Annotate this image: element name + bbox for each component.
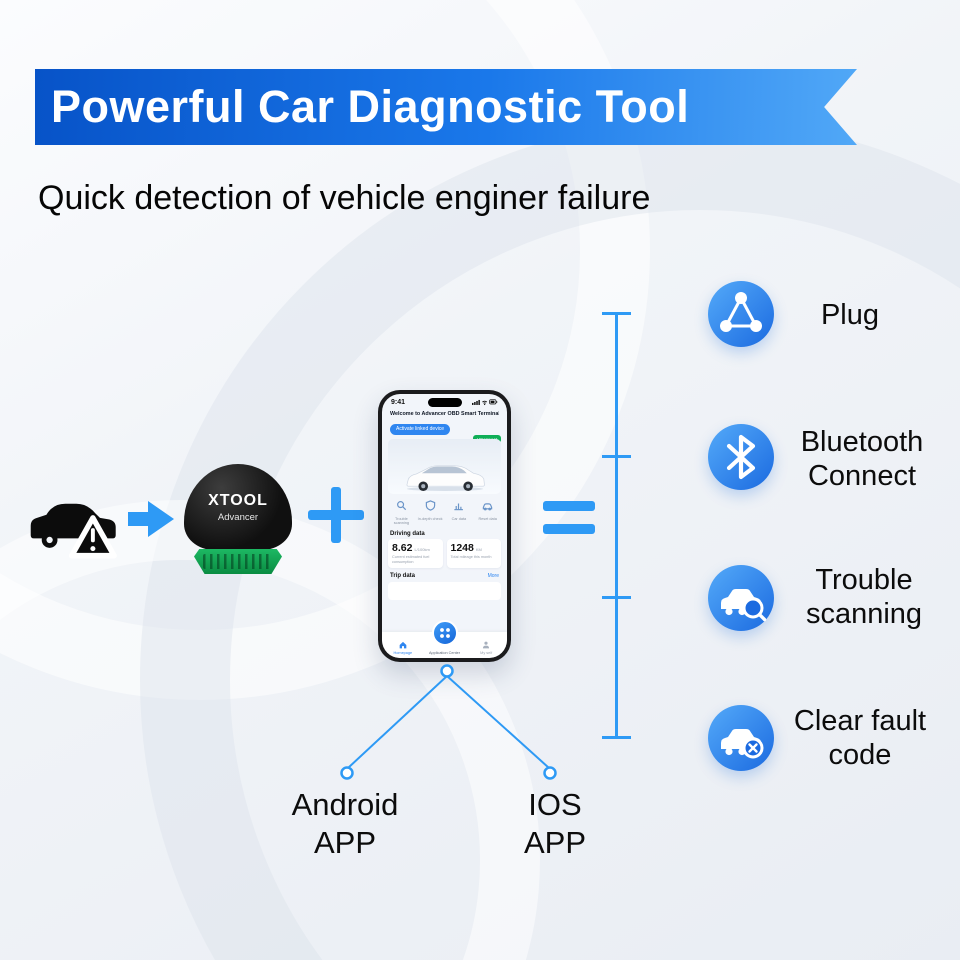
mileage-value: 1248 <box>450 541 474 554</box>
welcome-text: Welcome to Advancer OBD Smart Terminal <box>390 411 499 417</box>
dynamic-island <box>427 398 462 407</box>
nav-homepage: Homepage <box>382 632 424 658</box>
sedan-image <box>406 465 485 491</box>
status-bar: 9:41 <box>382 397 507 407</box>
ios-app-line2: APP <box>523 824 587 860</box>
quick-action: Trouble scanning <box>389 498 414 526</box>
car-photo <box>388 439 501 494</box>
driving-cards: 8.62 L/100km Current estimated fuel cons… <box>382 538 507 569</box>
subtitle: Quick detection of vehicle enginer failu… <box>38 179 651 217</box>
phone-nav-bar: Homepage Application Center <box>382 620 507 658</box>
trip-data-title: Trip data <box>390 573 416 580</box>
nav-label: My self <box>480 651 493 655</box>
trip-panel <box>388 582 501 601</box>
person-icon <box>483 641 490 649</box>
ios-app-label: IOS APP <box>498 786 612 862</box>
activate-device-button: Activate linked device <box>390 424 451 435</box>
obd-connector-pins <box>203 554 273 569</box>
plus-icon <box>308 487 364 543</box>
car-icon <box>482 503 493 511</box>
quick-action: Car data <box>446 498 471 526</box>
device-model: Advancer <box>217 511 259 523</box>
quick-action-label: Car data <box>451 517 467 521</box>
nav-my-self: My self <box>465 632 507 658</box>
ios-app-line1: IOS <box>528 787 582 822</box>
feature-connector-line <box>615 313 618 739</box>
phone-screen: 9:41 Welcome to Advancer OBD Smart Termi… <box>382 394 507 658</box>
nav-label: Application Center <box>428 651 461 655</box>
quick-actions-row: Trouble scanning In-depth check Car data <box>382 498 507 526</box>
quick-action-label: In-depth check <box>417 517 443 521</box>
car-search-icon <box>708 565 774 631</box>
car-clear-icon <box>708 705 774 771</box>
obd-connector <box>194 549 282 574</box>
bluetooth-icon <box>708 424 774 490</box>
shield-icon <box>425 500 435 511</box>
quick-action-label: Trouble scanning <box>393 517 409 526</box>
obd-device: XTOOL Advancer <box>183 464 293 574</box>
status-time: 9:41 <box>391 398 406 406</box>
application-center-icon <box>431 620 458 646</box>
phone-mockup: 9:41 Welcome to Advancer OBD Smart Termi… <box>378 390 511 662</box>
feature-label: Clear fault code <box>793 705 927 772</box>
quick-action: In-depth check <box>418 498 443 526</box>
nav-application-center: Application Center <box>424 620 466 658</box>
app-connector-lines <box>340 664 557 780</box>
scan-icon <box>396 501 407 511</box>
mileage-unit: KM <box>475 546 482 552</box>
feature-label: Plug <box>820 299 880 331</box>
fuel-value: 8.62 <box>392 541 413 554</box>
feature-tick <box>602 596 631 599</box>
status-icons <box>472 399 498 406</box>
android-app-line1: Android <box>291 787 399 822</box>
quick-action-label: Reset data <box>478 517 497 521</box>
obd-dome: XTOOL Advancer <box>184 464 292 550</box>
feature-tick <box>602 312 631 315</box>
home-icon <box>399 641 407 649</box>
feature-label: Trouble scanning <box>805 564 923 631</box>
trip-more-link: More <box>487 573 499 580</box>
driving-data-title: Driving data <box>390 530 425 537</box>
banner-ribbon: Powerful Car Diagnostic Tool <box>35 69 857 145</box>
device-brand: XTOOL <box>208 491 268 509</box>
quick-action: Reset data <box>475 498 500 526</box>
fuel-card: 8.62 L/100km Current estimated fuel cons… <box>388 538 443 569</box>
android-app-label: Android APP <box>283 786 407 862</box>
fuel-unit: L/100km <box>414 546 430 552</box>
fuel-label: Current estimated fuel consumption <box>392 555 430 564</box>
feature-tick <box>602 736 631 739</box>
equals-icon <box>543 501 595 534</box>
nav-label: Homepage <box>393 651 413 655</box>
android-app-line2: APP <box>313 824 377 860</box>
trip-data-row: Trip data More <box>382 573 507 579</box>
feature-tick <box>602 455 631 458</box>
plug-nodes-icon <box>708 281 774 347</box>
mileage-label: Total mileage this month <box>450 555 492 560</box>
mileage-card: 1248 KM Total mileage this month <box>446 538 501 569</box>
feature-label: Bluetooth Connect <box>800 426 924 493</box>
arrow-right-icon <box>128 501 174 537</box>
chart-icon <box>454 503 464 511</box>
banner-title: Powerful Car Diagnostic Tool <box>51 81 690 132</box>
car-warning-icon <box>30 503 117 559</box>
